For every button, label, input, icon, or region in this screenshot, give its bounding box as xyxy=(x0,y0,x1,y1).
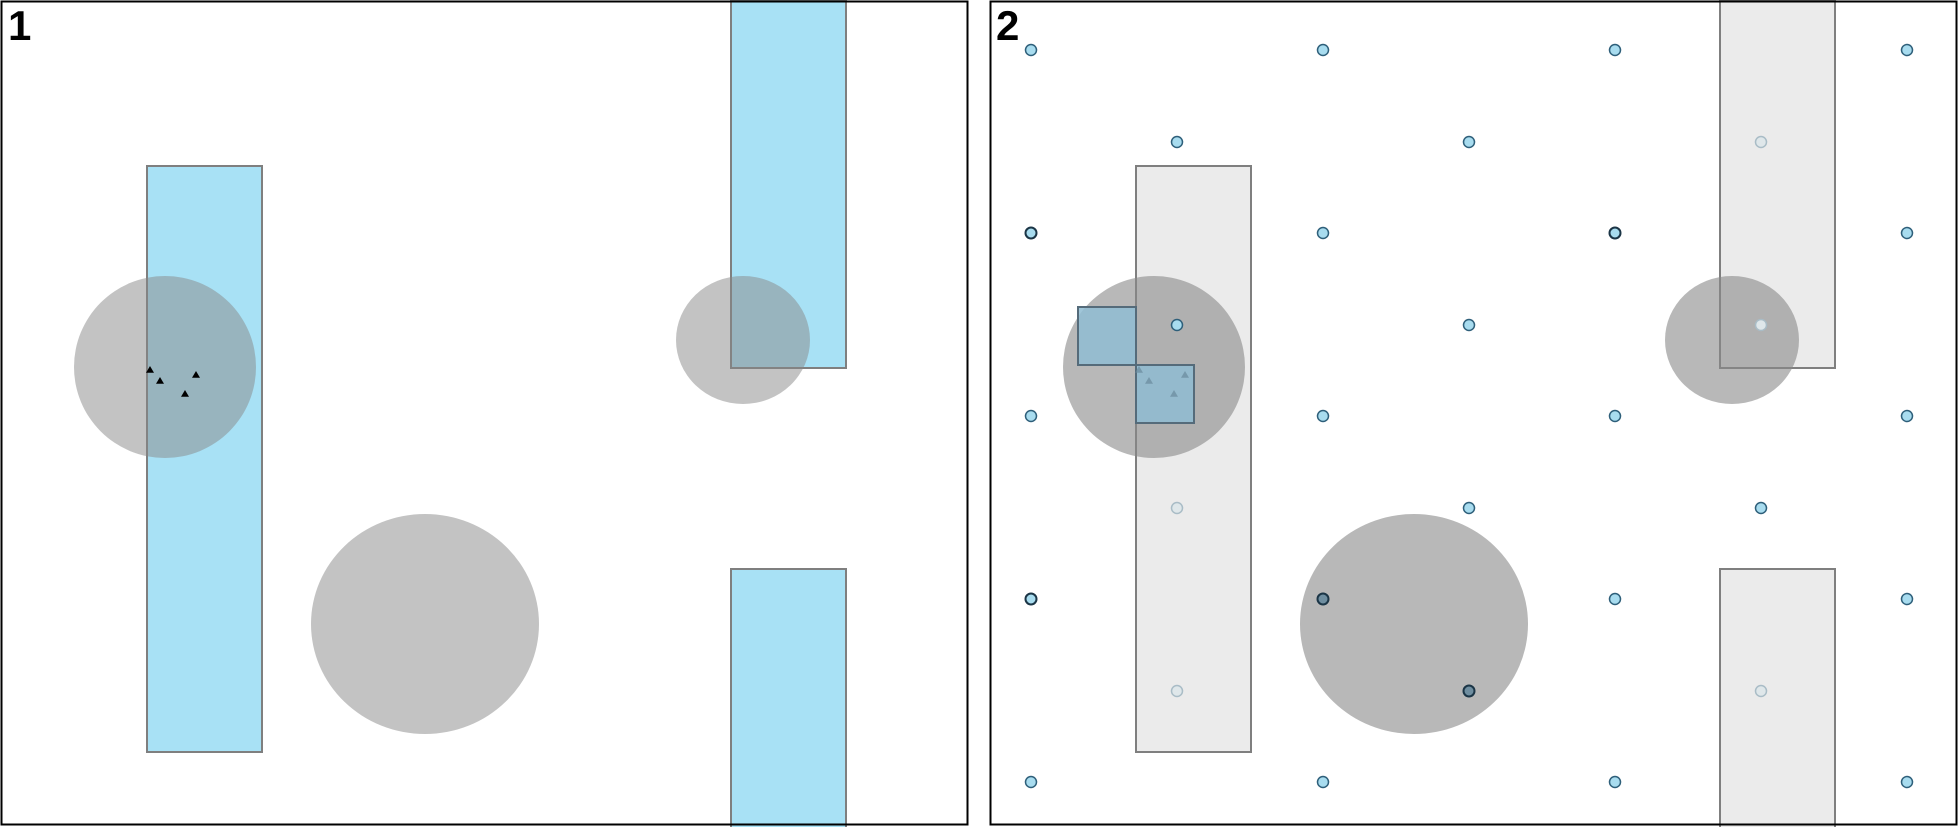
circle-icon xyxy=(1900,226,1914,240)
obstacle-circle xyxy=(1300,514,1528,734)
obstacle-circle xyxy=(311,514,539,734)
circle-icon xyxy=(1024,592,1038,606)
circle-icon xyxy=(1608,592,1622,606)
obstacle-circle xyxy=(676,276,810,404)
circle-icon xyxy=(1316,43,1330,57)
triangle-icon xyxy=(1135,366,1143,373)
circle-icon xyxy=(1900,43,1914,57)
circle-icon xyxy=(1170,501,1184,515)
panel-2-frame xyxy=(989,0,1958,826)
circle-icon xyxy=(1900,592,1914,606)
panel-1: 1 xyxy=(0,0,969,827)
circle-icon xyxy=(1024,409,1038,423)
triangle-icon xyxy=(1170,390,1178,397)
region-rect xyxy=(146,165,263,753)
region-rect xyxy=(1719,568,1836,827)
circle-icon xyxy=(1900,775,1914,789)
obstacle-circle xyxy=(74,276,256,458)
circle-icon xyxy=(1024,43,1038,57)
circle-icon xyxy=(1608,43,1622,57)
triangle-icon xyxy=(156,377,164,384)
circle-icon xyxy=(1170,318,1184,332)
circle-icon xyxy=(1608,409,1622,423)
circle-icon xyxy=(1462,135,1476,149)
circle-icon xyxy=(1608,775,1622,789)
circle-icon xyxy=(1170,684,1184,698)
circle-icon xyxy=(1608,226,1622,240)
circle-icon xyxy=(1754,684,1768,698)
circle-icon xyxy=(1462,501,1476,515)
triangle-icon xyxy=(192,371,200,378)
circle-icon xyxy=(1316,592,1330,606)
circle-icon xyxy=(1024,775,1038,789)
circle-icon xyxy=(1316,226,1330,240)
panel-1-shapes xyxy=(74,0,847,827)
selected-cell xyxy=(1077,306,1137,366)
circle-icon xyxy=(1316,409,1330,423)
circle-icon xyxy=(1170,135,1184,149)
region-rect xyxy=(730,568,847,827)
circle-icon xyxy=(1316,775,1330,789)
panel-2-label: 2 xyxy=(996,2,1019,49)
triangle-icon xyxy=(1145,377,1153,384)
panel-2: 2 xyxy=(989,0,1958,827)
panel-1-frame xyxy=(0,0,969,826)
circle-icon xyxy=(1754,318,1768,332)
triangle-icon xyxy=(1181,371,1189,378)
circle-icon xyxy=(1754,501,1768,515)
region-rect xyxy=(1135,165,1252,753)
circle-icon xyxy=(1754,135,1768,149)
triangle-icon xyxy=(181,390,189,397)
triangle-icon xyxy=(146,366,154,373)
circle-icon xyxy=(1462,684,1476,698)
obstacle-circle xyxy=(1665,276,1799,404)
panel-1-label: 1 xyxy=(8,2,31,49)
circle-icon xyxy=(1462,318,1476,332)
circle-icon xyxy=(1024,226,1038,240)
selected-cell xyxy=(1135,364,1195,424)
circle-icon xyxy=(1900,409,1914,423)
panel-2-shapes xyxy=(1024,0,1914,827)
